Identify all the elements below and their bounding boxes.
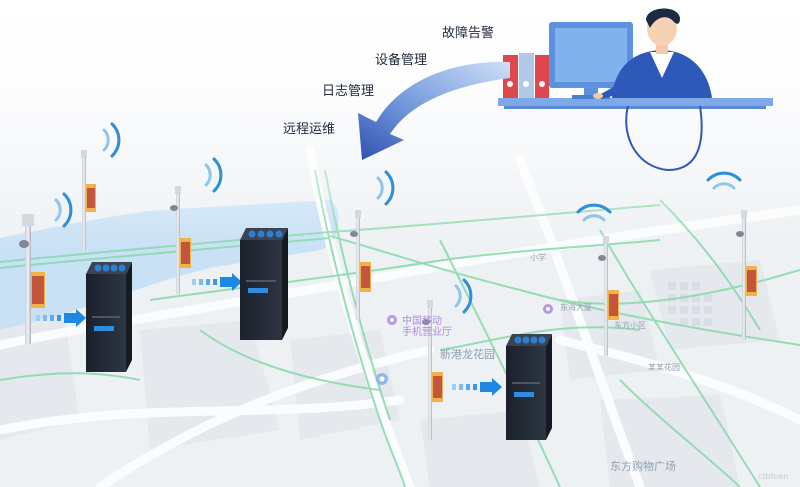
map-label: 东方购物广场	[610, 460, 676, 473]
battery-cabinet	[506, 334, 552, 440]
map-label: 某某花园	[648, 363, 680, 372]
dashed-flow-arrow	[192, 273, 242, 291]
monitor-icon	[549, 22, 633, 99]
desk-top	[498, 98, 773, 106]
label-fault-alarm: 故障告警	[442, 26, 495, 41]
battery-cabinet	[240, 228, 288, 340]
label-device-management: 设备管理	[375, 53, 428, 68]
smart-pole	[170, 186, 191, 294]
battery-cabinet	[86, 262, 132, 372]
sky-fade	[0, 0, 800, 250]
dashed-flow-arrow	[452, 378, 502, 396]
smart-pole	[422, 300, 443, 440]
map-label: 东海大厦	[560, 303, 592, 312]
map-pin-icon	[543, 304, 553, 314]
smart-pole	[736, 210, 757, 340]
smart-pole	[19, 214, 45, 344]
smart-pole	[598, 236, 619, 356]
label-remote-ops: 远程运维	[283, 122, 336, 137]
dashed-flow-arrow	[36, 309, 86, 327]
wifi-signal-icon	[54, 122, 742, 314]
operator-person-icon	[593, 8, 712, 99]
smart-pole	[81, 150, 96, 250]
watermark: ctbfoen	[758, 472, 789, 481]
map-pin-icon	[376, 373, 388, 385]
map-pin-icon	[387, 315, 397, 325]
network-cable	[625, 105, 703, 172]
map-label: 中国移动	[402, 316, 442, 327]
map-label: 小学	[530, 253, 546, 262]
map-label: 东方小区	[614, 321, 646, 330]
map-label: 新港龙花园	[440, 348, 495, 361]
control-flow-arrow	[358, 61, 510, 161]
smart-pole	[350, 210, 371, 320]
map-label: 手机营业厅	[402, 327, 452, 338]
label-log-management: 日志管理	[322, 84, 375, 99]
